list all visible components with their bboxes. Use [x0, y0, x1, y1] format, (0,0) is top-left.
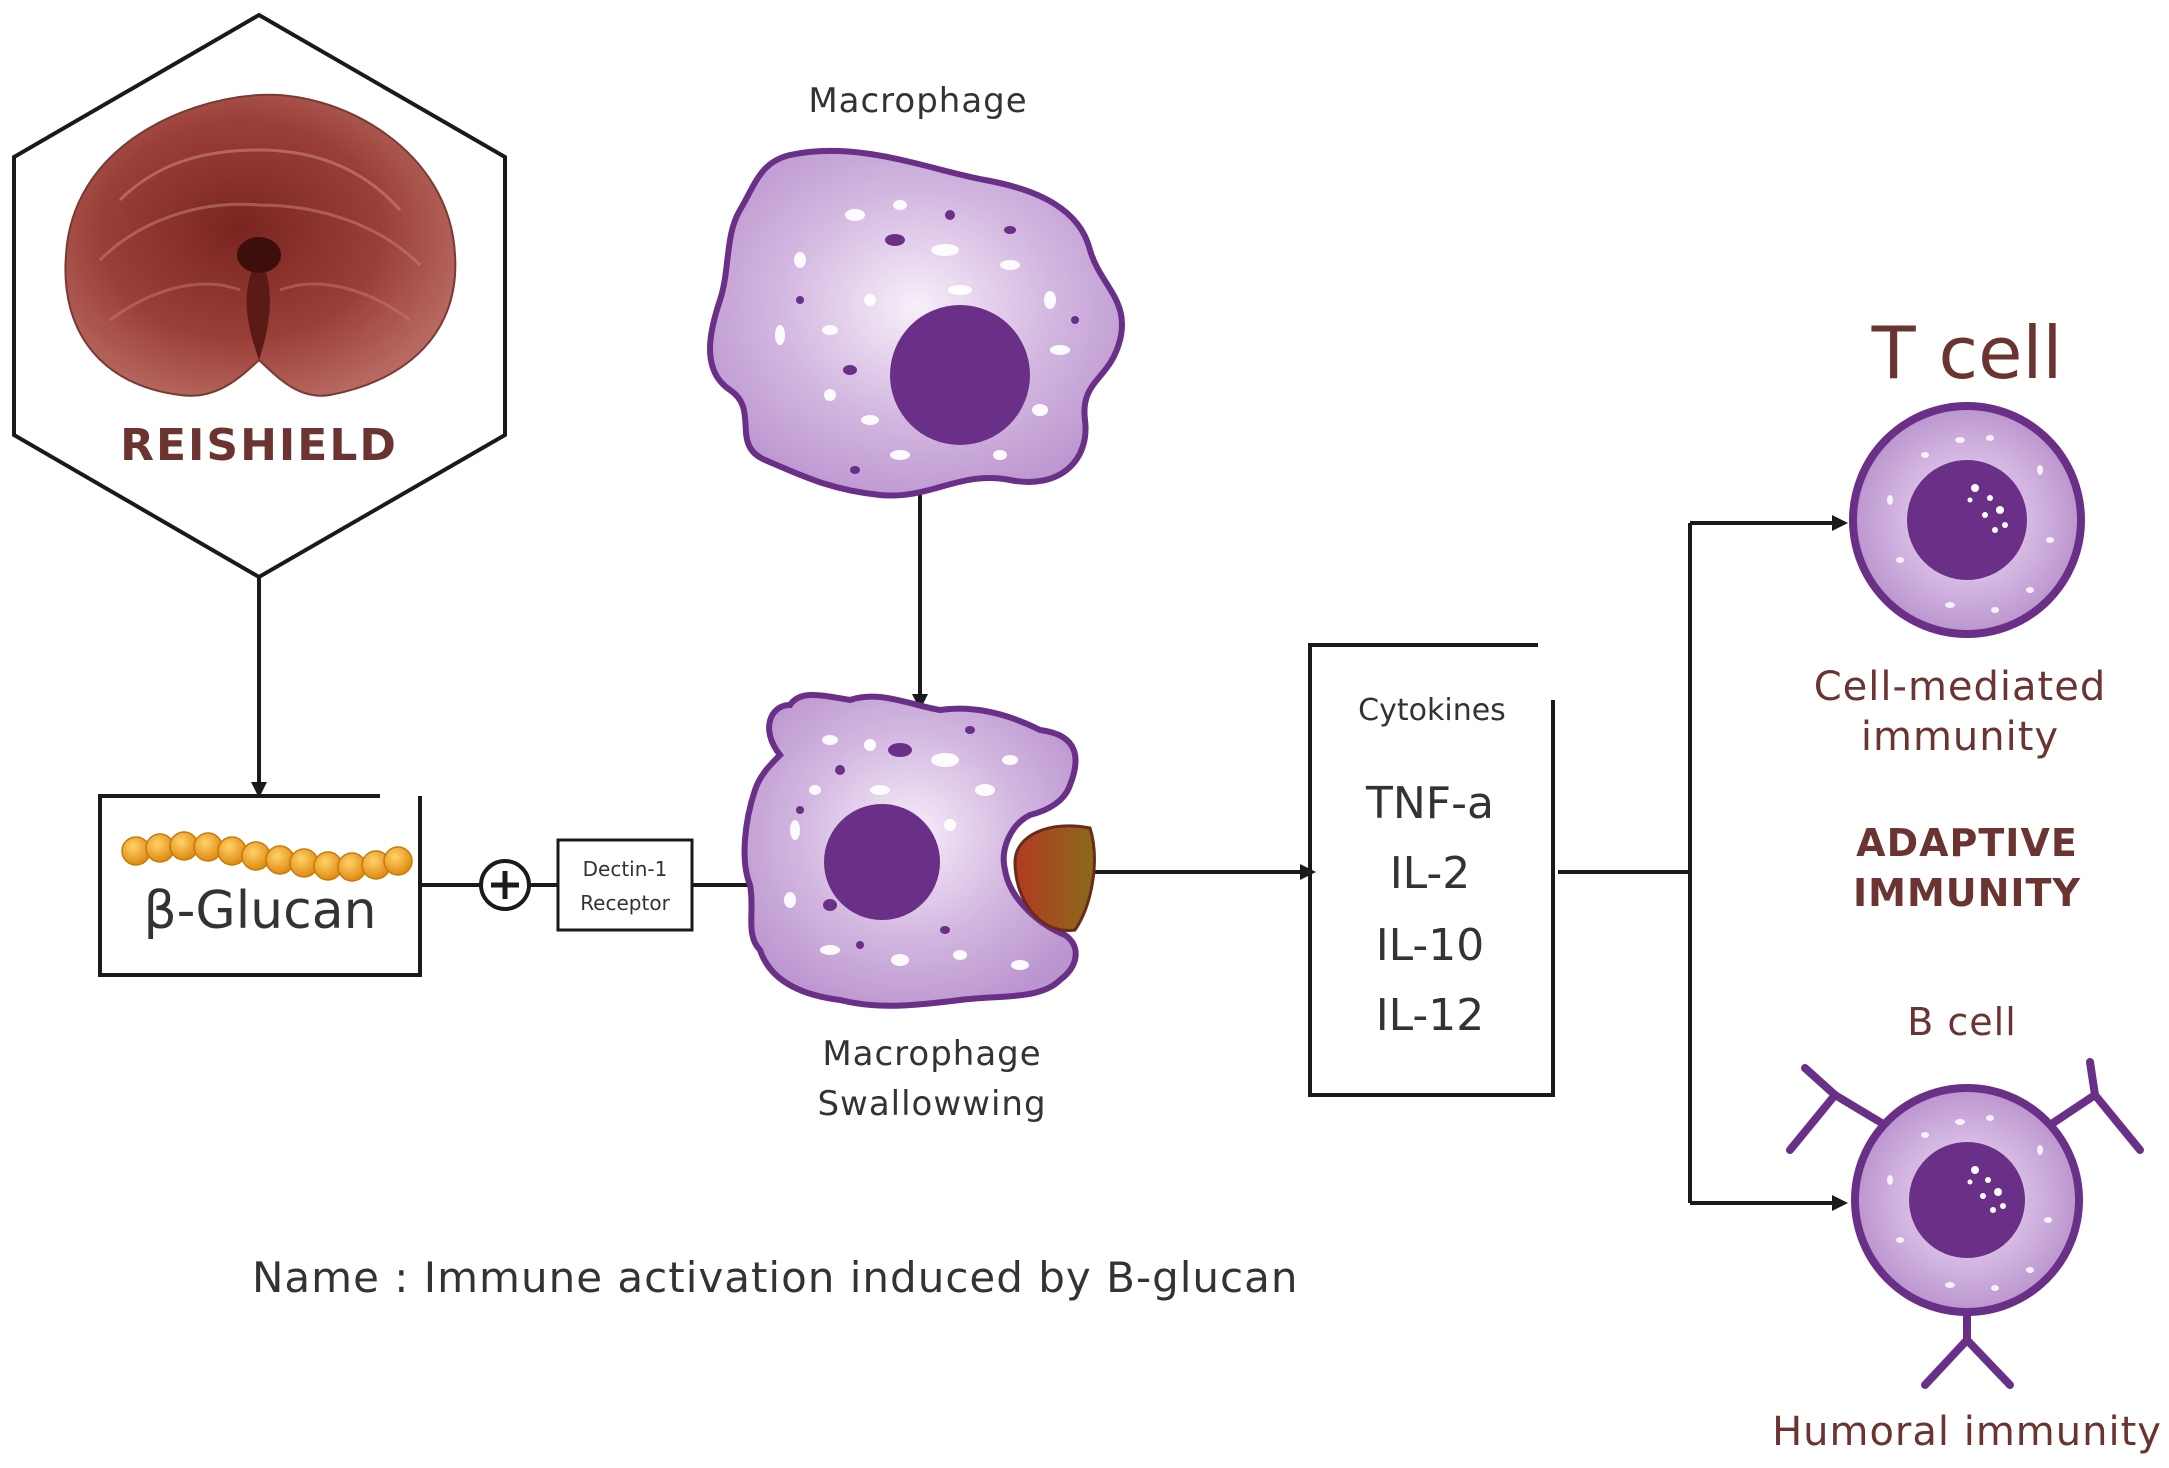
adaptive-line2: IMMUNITY [1853, 871, 2081, 915]
b-cell-icon [1786, 1058, 2144, 1389]
cytokine-item: IL-10 [1376, 920, 1485, 971]
connector-lines [257, 485, 1840, 1205]
glucan-chain-icon [121, 831, 413, 882]
glucan-box: β-Glucan [98, 794, 422, 977]
adaptive-line1: ADAPTIVE [1856, 821, 2078, 865]
t-cell-title: T cell [1871, 311, 2063, 395]
swallowing-label-line1: Macrophage [822, 1034, 1041, 1074]
b-cell-title: B cell [1907, 1000, 2017, 1044]
cytokines-title: Cytokines [1358, 693, 1506, 728]
macrophage-label: Macrophage [808, 81, 1027, 121]
cytokine-item: TNF-a [1365, 778, 1494, 829]
plus-circle-icon [479, 859, 531, 911]
t-cell-caption-line1: Cell-mediated [1814, 664, 2106, 710]
glucan-label: β-Glucan [143, 881, 376, 941]
antibody-receptors [1786, 1058, 2144, 1389]
t-cell-icon [1849, 402, 2085, 638]
cytokines-box: Cytokines TNF-a IL-2 IL-10 IL-12 [1308, 643, 1555, 1097]
b-cell-caption: Humoral immunity [1772, 1409, 2162, 1455]
receptor-line2: Receptor [580, 891, 670, 915]
cytokine-item: IL-12 [1376, 990, 1485, 1041]
macrophage-icon [707, 147, 1125, 499]
receptor-line1: Dectin-1 [583, 857, 668, 881]
cytokine-item: IL-2 [1390, 848, 1471, 899]
reishi-mushroom-icon [64, 93, 457, 397]
diagram-caption: Name : Immune activation induced by B-gl… [252, 1253, 1299, 1302]
swallowing-label-line2: Swallowwing [817, 1084, 1046, 1124]
t-cell-caption-line2: immunity [1861, 714, 2059, 760]
macrophage-swallowing-icon [741, 692, 1096, 1009]
dectin-receptor-box: Dectin-1 Receptor [556, 838, 694, 932]
brand-name: REISHIELD [120, 420, 398, 471]
antigen-particle-icon [1013, 824, 1096, 932]
